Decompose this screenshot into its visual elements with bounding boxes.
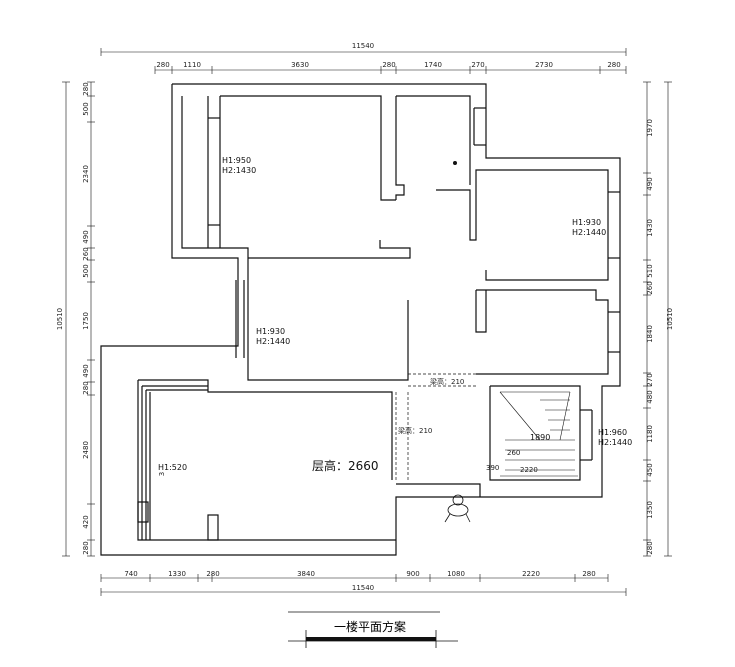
bottom-dim-2: 1330 [168,570,186,578]
left-dim-6: 500 [82,264,90,277]
top-dim-6: 270 [471,61,484,69]
bottom-dim-1: 740 [124,570,137,578]
right-dim-10: 450 [646,463,654,476]
left-dim-12: 280 [82,541,90,554]
room2-h2: H2:1440 [572,228,606,237]
top-dim-5: 1740 [424,61,442,69]
room1-h1: H1:950 [222,156,251,165]
left-dim-3: 2340 [82,165,90,183]
bottom-dim-5: 900 [406,570,419,578]
ceiling-height: 层高：2660 [312,458,379,473]
top-total-dim: 11540 [352,42,374,50]
room4-h1: H1:960 [598,428,627,437]
window-left-label: H1:520 [158,463,187,472]
top-dim-8: 280 [607,61,620,69]
right-total-dim: 10510 [666,308,674,330]
stair-detail [499,391,578,477]
right-dim-7: 270 [646,373,654,386]
beam-label-2: 梁高：210 [398,426,432,435]
right-dim-1: 1970 [646,119,654,137]
right-dim-11: 1350 [646,501,654,519]
right-dim-6: 1840 [646,325,654,343]
title-block [288,611,458,648]
bottom-dim-3: 280 [206,570,219,578]
left-dim-2: 500 [82,102,90,115]
right-dim-5: 260 [646,281,654,294]
right-dim-2: 490 [646,177,654,190]
left-dim-5: 260 [82,247,90,260]
stair-dim-1890: 1890 [530,433,550,442]
top-dim-4: 280 [382,61,395,69]
right-dim-9: 1180 [646,425,654,443]
window-left-vertical: 3 [158,472,166,476]
top-dim-1: 280 [156,61,169,69]
beam-label-1: 梁高：210 [430,377,464,386]
right-dim-8: 480 [646,390,654,403]
room1-h2: H2:1430 [222,166,256,175]
bottom-dim-6: 1080 [447,570,465,578]
bottom-total-dim: 11540 [352,584,374,592]
left-dim-1: 280 [82,82,90,95]
stair-dim-260: 260 [507,449,520,457]
top-dim-3: 3630 [291,61,309,69]
beam-lines [395,373,476,480]
floor-drain [453,161,457,165]
left-total-dim: 10510 [56,308,64,330]
stair-dim-2220: 2220 [520,466,538,474]
top-dim-7: 2730 [535,61,553,69]
bottom-dim-8: 280 [582,570,595,578]
room3-h2: H2:1440 [256,337,290,346]
stair-dim-390: 390 [486,464,499,472]
left-dim-11: 420 [82,515,90,528]
right-dim-4: 510 [646,264,654,277]
right-dim-12: 280 [646,541,654,554]
room3-h1: H1:930 [256,327,285,336]
left-dim-10: 2480 [82,441,90,459]
left-dim-7: 1750 [82,312,90,330]
plan-title: 一楼平面方案 [334,619,406,634]
bottom-dim-7: 2220 [522,570,540,578]
left-dim-9: 280 [82,381,90,394]
walls [100,83,621,556]
bottom-dim-4: 3840 [297,570,315,578]
left-dim-8: 490 [82,364,90,377]
dimension-lines [62,48,672,596]
person-figure [444,494,471,523]
room2-h1: H1:930 [572,218,601,227]
room4-h2: H2:1440 [598,438,632,447]
top-dim-2: 1110 [183,61,201,69]
right-dim-3: 1430 [646,219,654,237]
left-dim-4: 490 [82,230,90,243]
